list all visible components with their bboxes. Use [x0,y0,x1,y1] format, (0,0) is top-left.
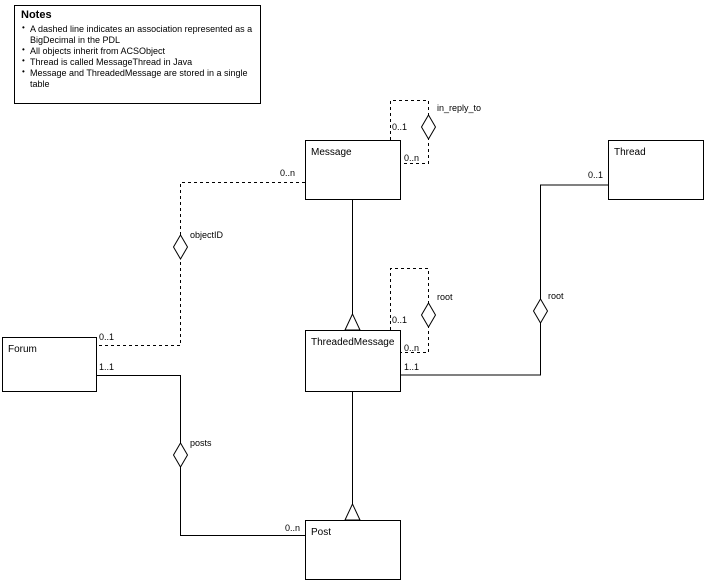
note-item: A dashed line indicates an association r… [21,22,254,46]
class-name-thread: Thread [614,147,646,158]
assoc-label-in-reply-to: in_reply_to [437,103,482,113]
multiplicity-message-self-side: 0..n [404,153,420,163]
aggregation-diamond-icon [532,298,549,324]
aggregation-diamond-icon [420,114,437,140]
aggregation-diamond-icon [172,234,189,260]
association-line-threadedmessage-root-self [390,268,429,353]
inheritance-triangle-icon [344,502,361,521]
note-item: All objects inherit from ACSObject [21,44,254,57]
association-line-message-objectid-forum [97,182,305,346]
note-item: Message and ThreadedMessage are stored i… [21,66,254,90]
multiplicity-message-objectid-end: 0..n [280,168,296,178]
notes-title: Notes [21,9,52,21]
multiplicity-threadedmessage-self-top: 0..1 [392,315,408,325]
association-line-forum-posts [97,375,305,536]
class-box-post: Post [305,520,401,580]
class-name-threadedmessage: ThreadedMessage [311,337,395,348]
multiplicity-post-end: 0..n [285,523,301,533]
multiplicity-threadedmessage-end: 1..1 [404,362,420,372]
inheritance-triangle-icon [344,312,361,331]
association-line-thread-root [401,184,608,376]
note-item: Thread is called MessageThread in Java [21,55,254,68]
assoc-label-posts: posts [190,438,212,448]
multiplicity-forum-posts-end: 1..1 [99,362,115,372]
association-line-message-in-reply-to [390,100,429,164]
multiplicity-message-self-top: 0..1 [392,122,408,132]
class-box-message: Message [305,140,401,200]
multiplicity-threadedmessage-self-side: 0..n [404,343,420,353]
assoc-label-root-self: root [437,292,453,302]
multiplicity-thread-end: 0..1 [588,170,604,180]
aggregation-diamond-icon [420,302,437,328]
class-name-forum: Forum [8,344,37,355]
assoc-label-objectid: objectID [190,230,224,240]
class-box-forum: Forum [2,337,97,392]
multiplicity-forum-objectid-end: 0..1 [99,332,115,342]
class-name-message: Message [311,147,352,158]
assoc-label-root-thread: root [548,291,564,301]
notes-list: A dashed line indicates an association r… [21,22,254,90]
aggregation-diamond-icon [172,442,189,468]
class-box-thread: Thread [608,140,704,200]
class-name-post: Post [311,527,332,538]
class-box-threadedmessage: ThreadedMessage [305,330,401,392]
notes-box: Notes A dashed line indicates an associa… [14,5,261,104]
